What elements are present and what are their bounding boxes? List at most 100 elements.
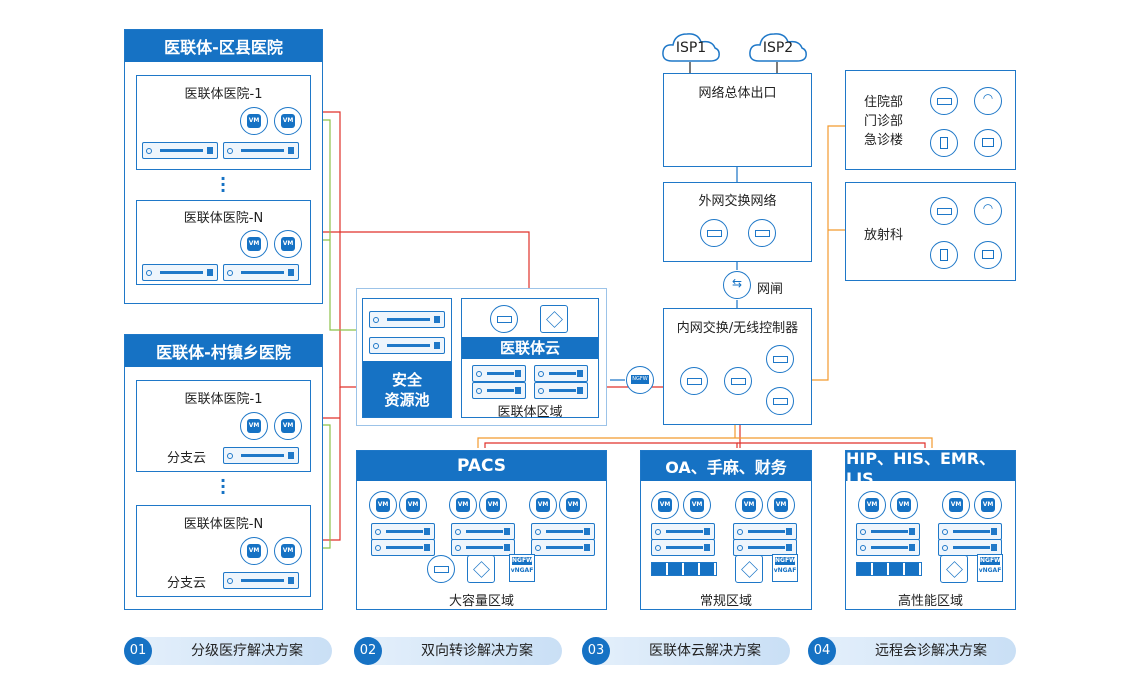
branch-cloud-label: 分支云	[167, 576, 207, 591]
village-panel-title: 医联体-村镇乡医院	[125, 335, 322, 367]
vm-icon	[274, 537, 302, 565]
server-icon	[223, 572, 299, 589]
hip-title: HIP、HIS、EMR、LIS	[846, 449, 1015, 488]
outer-switch-box: 外网交换网络	[663, 182, 812, 262]
wireless-ap-icon	[766, 387, 794, 415]
gateway-label: 网闸	[757, 282, 784, 297]
server-icon	[369, 337, 445, 354]
solution-pill-1[interactable]: 01 分级医疗解决方案	[124, 637, 332, 665]
vm-icon	[479, 491, 507, 519]
vm-icon	[274, 230, 302, 258]
inner-switch-box: 内网交换/无线控制器	[663, 308, 812, 425]
server-icon	[451, 539, 515, 556]
internet-exit-label: 网络总体出口	[698, 86, 777, 101]
village-hospital-1-box: 医联体医院-1 分支云	[136, 380, 311, 472]
county-hospital-1-box: 医联体医院-1	[136, 75, 311, 170]
server-icon	[938, 539, 1002, 556]
vm-icon	[240, 230, 268, 258]
server-icon	[534, 382, 588, 399]
orange-link-bus1	[477, 437, 933, 448]
server-icon	[651, 523, 715, 540]
server-icon	[856, 523, 920, 540]
vm-icon	[240, 412, 268, 440]
vm-icon	[651, 491, 679, 519]
village-hospital-n-box: 医联体医院-N 分支云	[136, 505, 311, 597]
inpatient-box: 住院部 门诊部 急诊楼 ◠	[845, 70, 1016, 170]
vm-icon	[767, 491, 795, 519]
isp2-label: ISP2	[762, 40, 794, 56]
outer-switch-label: 外网交换网络	[698, 194, 777, 209]
solution-pill-3[interactable]: 03 医联体云解决方案	[582, 637, 790, 665]
switch-icon	[724, 367, 752, 395]
cloud-icon	[662, 33, 720, 62]
vm-icon	[240, 107, 268, 135]
medical-cloud-title: 医联体云	[462, 337, 598, 359]
vm-icon	[449, 491, 477, 519]
vm-icon	[369, 491, 397, 519]
solution-number: 01	[124, 637, 152, 665]
vm-icon	[559, 491, 587, 519]
pacs-title: PACS	[357, 451, 606, 481]
vm-icon	[529, 491, 557, 519]
county-hospital-n-box: 医联体医院-N	[136, 200, 311, 285]
dept-outpatient: 门诊部	[864, 114, 904, 129]
building-icon	[930, 241, 958, 269]
inner-switch-label: 内网交换/无线控制器	[676, 321, 799, 336]
county-hospital-n-label: 医联体医院-N	[183, 211, 264, 226]
server-icon	[223, 142, 299, 159]
dept-emergency: 急诊楼	[864, 133, 904, 148]
solution-label: 远程会诊解决方案	[875, 643, 987, 659]
oa-title: OA、手麻、财务	[641, 451, 811, 481]
radiology-box: 放射科 ◠	[845, 182, 1016, 281]
computer-icon	[974, 129, 1002, 157]
wireless-ap-icon	[766, 345, 794, 373]
vm-icon	[735, 491, 763, 519]
wifi-icon: ◠	[974, 87, 1002, 115]
solution-pill-4[interactable]: 04 远程会诊解决方案	[808, 637, 1016, 665]
server-icon	[490, 305, 518, 333]
server-icon	[451, 523, 515, 540]
vm-icon	[942, 491, 970, 519]
solution-pill-2[interactable]: 02 双向转诊解决方案	[354, 637, 562, 665]
server-icon	[371, 523, 435, 540]
county-panel-title: 医联体-区县医院	[125, 30, 322, 62]
server-icon	[930, 197, 958, 225]
security-pool-box: 安全 资源池	[362, 298, 452, 418]
server-icon	[531, 539, 595, 556]
server-icon	[472, 382, 526, 399]
server-icon	[856, 539, 920, 556]
server-icon	[651, 539, 715, 556]
orange-link-right	[812, 125, 845, 381]
vm-icon	[858, 491, 886, 519]
hip-zone-label: 高性能区域	[897, 594, 963, 609]
server-icon	[142, 142, 218, 159]
medical-cloud-box: 医联体云 医联体区域	[461, 298, 599, 420]
orange-link-bus2	[484, 442, 738, 448]
ellipsis-icon: ···	[220, 471, 227, 502]
switch-icon	[540, 305, 568, 333]
building-icon	[930, 129, 958, 157]
server-icon	[427, 555, 455, 583]
switch-icon	[748, 219, 776, 247]
solution-number: 03	[582, 637, 610, 665]
medical-cloud-zone: 医联体区域	[497, 405, 563, 420]
vm-icon	[683, 491, 711, 519]
dept-inpatient: 住院部	[864, 95, 904, 110]
server-icon	[371, 539, 435, 556]
computer-icon	[974, 241, 1002, 269]
switch-icon	[680, 367, 708, 395]
security-pool-label: 安全 资源池	[363, 361, 451, 417]
server-icon	[223, 264, 299, 281]
village-hospital-1-label: 医联体医院-1	[184, 392, 263, 407]
solution-label: 分级医疗解决方案	[191, 643, 303, 659]
isp1-label: ISP1	[675, 40, 707, 56]
server-icon	[223, 447, 299, 464]
switch-icon	[700, 219, 728, 247]
server-icon	[369, 311, 445, 328]
orange-link-bus3	[737, 442, 926, 448]
branch-cloud-label: 分支云	[167, 451, 207, 466]
solution-label: 医联体云解决方案	[649, 643, 761, 659]
